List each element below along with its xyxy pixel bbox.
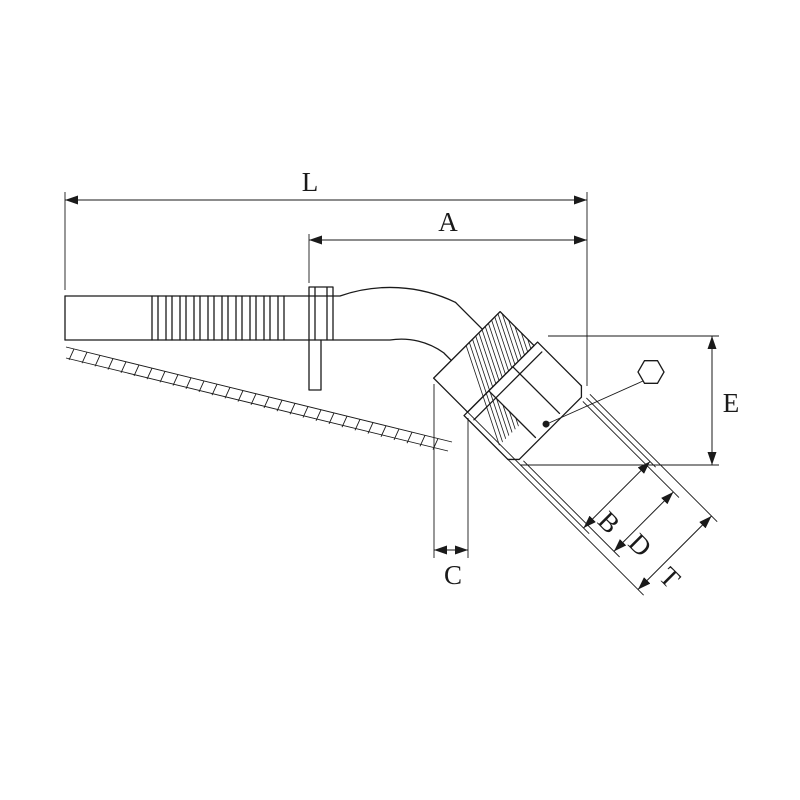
drawing-line (159, 371, 166, 383)
drawing-line (146, 367, 153, 380)
hose-stop-collar (308, 286, 334, 391)
drawing-line (486, 311, 535, 449)
swivel-nut (463, 341, 583, 461)
drawing-line (367, 422, 374, 434)
drawing-line (461, 311, 535, 449)
drawing-line (512, 311, 535, 449)
dim-label-D: D (623, 527, 658, 562)
drawing-line (263, 396, 270, 409)
drawing-line (499, 311, 535, 449)
drawing-line (419, 435, 426, 447)
drawing-line (185, 377, 192, 389)
drawing-line (504, 371, 759, 626)
drawing-line (341, 415, 348, 428)
drawing-line (436, 311, 522, 449)
drawing-line (498, 365, 753, 620)
drawing-line (224, 387, 231, 399)
drawing-line (302, 406, 309, 418)
drawing-line (393, 428, 400, 441)
drawing-line (172, 374, 179, 386)
drawing-line (65, 357, 449, 452)
dimension-E: E (520, 335, 740, 466)
hex-symbol-callout (548, 360, 665, 424)
drawing-line (250, 393, 257, 405)
drawing-line (506, 311, 535, 449)
dim-label-T: T (653, 561, 686, 594)
elbow-end: B D T (432, 301, 759, 626)
drawing-line (433, 311, 503, 449)
drawing-line (467, 311, 535, 449)
drawing-line (479, 346, 734, 601)
dim-label-A: A (438, 207, 458, 237)
drawing-line (81, 351, 88, 364)
leader-dot (542, 420, 550, 428)
hexagon-icon (637, 360, 665, 384)
drawing-line (433, 311, 509, 449)
thread-collar (432, 310, 535, 413)
drawing-line (68, 348, 75, 361)
drawing-line (276, 399, 283, 412)
drawing-line (433, 311, 516, 449)
drawing-line (107, 358, 114, 370)
drawing-line (211, 383, 218, 396)
barb-rib-rings (151, 295, 285, 341)
dimension-A: A (308, 207, 587, 283)
dim-label-E: E (723, 388, 740, 418)
dimension-C: C (433, 384, 469, 590)
drawing-line (492, 358, 747, 613)
drawing-line (237, 390, 244, 402)
drawing-line (120, 361, 127, 373)
drawing-line (380, 425, 387, 437)
drawing-line (455, 311, 535, 449)
drawing-line (94, 355, 101, 367)
drawing-line (448, 311, 535, 449)
drawing-line (493, 311, 535, 449)
drawing-line (289, 403, 296, 415)
dim-label-C: C (444, 560, 462, 590)
drawing-line (473, 339, 728, 594)
serrated-barb-profile (65, 346, 453, 452)
drawing-line (65, 346, 453, 443)
drawing-line (328, 412, 335, 425)
dimension-T: T (463, 394, 718, 596)
drawing-line (133, 364, 140, 377)
drawing-line (315, 409, 322, 421)
hose-tail (64, 286, 457, 452)
thread-hatching (433, 311, 759, 626)
drawing-line (474, 311, 535, 449)
leader-line (548, 380, 644, 424)
dim-label-L: L (302, 167, 319, 197)
drawing-line (485, 352, 740, 607)
drawing-line (406, 431, 413, 444)
drawing-line (442, 311, 529, 449)
dimension-L: L (64, 167, 588, 386)
drawing-line (354, 419, 361, 431)
drawing-line (198, 380, 205, 393)
